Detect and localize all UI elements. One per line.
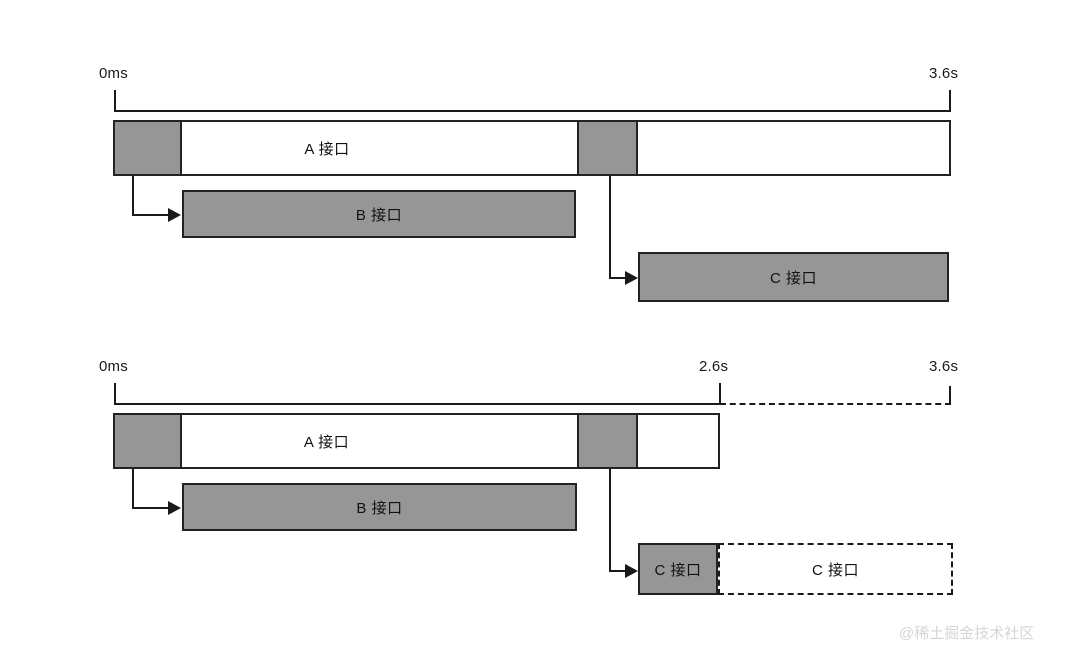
connector-a-to-c-horizontal-top <box>609 277 630 279</box>
a-busy-segment-2 <box>577 122 638 174</box>
connector-a-to-c-arrowhead-bottom <box>625 564 638 578</box>
bar-a-interface-bottom-label: A 接口 <box>303 433 350 451</box>
connector-a-to-b-horizontal-bottom <box>132 507 172 509</box>
axis-mid-label-bottom: 2.6s <box>699 358 729 375</box>
bar-b-interface-bottom-label: B 接口 <box>356 499 403 517</box>
bar-c-interface-actual-label: C 接口 <box>654 561 702 579</box>
axis-start-label-top: 0ms <box>99 65 128 82</box>
connector-a-to-c-vertical-bottom <box>609 469 611 571</box>
axis-line-solid-bottom <box>114 403 720 405</box>
connector-a-to-c-arrowhead-top <box>625 271 638 285</box>
a-busy-segment-1 <box>115 122 182 174</box>
connector-a-to-b-arrowhead-top <box>168 208 181 222</box>
section-after-optimization: 0ms 2.6s 3.6s A 接口 B 接口 C 接口 <box>0 330 1080 630</box>
a-busy-segment-2-bottom <box>577 415 638 467</box>
section-before-optimization: 0ms 3.6s A 接口 B 接口 C 接口 <box>0 0 1080 330</box>
axis-line-top <box>114 110 951 112</box>
bar-c-interface-top: C 接口 <box>638 252 949 302</box>
bar-a-interface-top-label: A 接口 <box>304 140 350 158</box>
axis-line-dashed-bottom <box>720 403 951 405</box>
axis-tick-start-top <box>114 90 116 111</box>
axis-end-label-top: 3.6s <box>929 65 959 82</box>
connector-a-to-c-vertical-top <box>609 176 611 278</box>
watermark: @稀土掘金技术社区 <box>899 625 1035 642</box>
connector-a-to-b-vertical-top <box>132 176 134 215</box>
axis-tick-end-bottom <box>949 386 951 404</box>
bar-c-interface-saved-bottom: C 接口 <box>718 543 953 595</box>
connector-a-to-b-horizontal-top <box>132 214 172 216</box>
bar-b-interface-top: B 接口 <box>182 190 576 238</box>
bar-c-interface-saved-label: C 接口 <box>811 561 859 579</box>
bar-c-interface-actual-bottom: C 接口 <box>638 543 718 595</box>
connector-a-to-c-horizontal-bottom <box>609 570 630 572</box>
axis-tick-start-bottom <box>114 383 116 404</box>
bar-b-interface-top-label: B 接口 <box>355 206 403 224</box>
axis-end-label-bottom: 3.6s <box>929 358 959 375</box>
connector-a-to-b-arrowhead-bottom <box>168 501 181 515</box>
bar-b-interface-bottom: B 接口 <box>182 483 577 531</box>
bar-a-interface-top: A 接口 <box>113 120 951 176</box>
axis-tick-mid-bottom <box>719 383 721 404</box>
axis-tick-end-top <box>949 90 951 111</box>
bar-c-interface-top-label: C 接口 <box>769 269 817 287</box>
a-busy-segment-1-bottom <box>115 415 182 467</box>
connector-a-to-b-vertical-bottom <box>132 469 134 508</box>
axis-start-label-bottom: 0ms <box>99 358 128 375</box>
bar-a-interface-bottom: A 接口 <box>113 413 720 469</box>
